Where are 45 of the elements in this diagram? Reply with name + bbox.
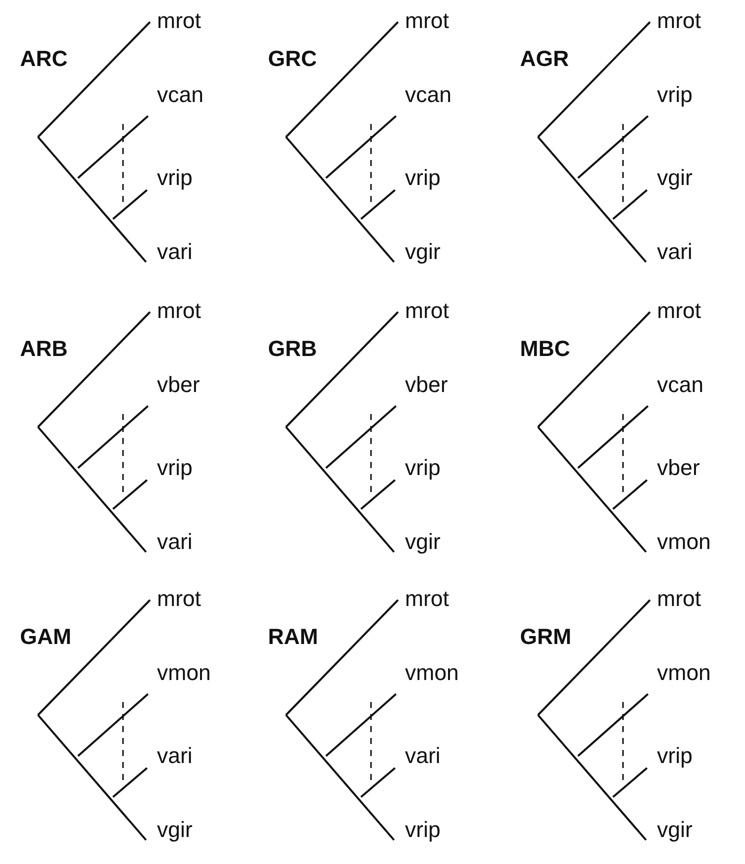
tree-title: AGR <box>520 48 569 70</box>
taxon-label: vber <box>657 457 700 479</box>
taxon-label: mrot <box>157 10 201 32</box>
taxon-label: vgir <box>657 819 692 841</box>
taxon-label: vari <box>157 241 192 263</box>
taxon-label: vmon <box>157 662 211 684</box>
taxon-label: vber <box>157 374 200 396</box>
taxon-label: mrot <box>405 588 449 610</box>
taxon-label: vber <box>405 374 448 396</box>
taxon-label: vmon <box>657 531 711 553</box>
tree-title: GRM <box>520 626 572 648</box>
taxon-label: vgir <box>405 531 440 553</box>
taxon-label: vcan <box>157 84 204 106</box>
taxon-label: vmon <box>405 662 459 684</box>
taxon-label: vmon <box>657 662 711 684</box>
taxon-label: vgir <box>405 241 440 263</box>
taxon-label: vgir <box>657 167 692 189</box>
taxon-label: vrip <box>657 745 692 767</box>
taxon-label: vcan <box>657 374 704 396</box>
taxon-label: vrip <box>405 167 440 189</box>
taxon-label: mrot <box>657 10 701 32</box>
taxon-label: vrip <box>405 819 440 841</box>
tree-title: ARC <box>20 48 68 70</box>
taxon-label: vcan <box>405 84 452 106</box>
taxon-label: mrot <box>157 588 201 610</box>
taxon-label: vari <box>657 241 692 263</box>
taxon-label: mrot <box>157 300 201 322</box>
tree-title: GRB <box>268 338 317 360</box>
taxon-label: vrip <box>157 167 192 189</box>
tree-title: GAM <box>20 626 72 648</box>
tree-title: GRC <box>268 48 317 70</box>
taxon-label: vrip <box>657 84 692 106</box>
taxon-label: vrip <box>157 457 192 479</box>
taxon-label: mrot <box>657 588 701 610</box>
taxon-label: mrot <box>657 300 701 322</box>
taxon-label: vari <box>157 745 192 767</box>
taxon-label: vari <box>405 745 440 767</box>
tree-title: ARB <box>20 338 68 360</box>
taxon-label: mrot <box>405 300 449 322</box>
tree-title: MBC <box>520 338 570 360</box>
taxon-label: vgir <box>157 819 192 841</box>
tree-title: RAM <box>268 626 318 648</box>
taxon-label: vrip <box>405 457 440 479</box>
taxon-label: mrot <box>405 10 449 32</box>
taxon-label: vari <box>157 531 192 553</box>
